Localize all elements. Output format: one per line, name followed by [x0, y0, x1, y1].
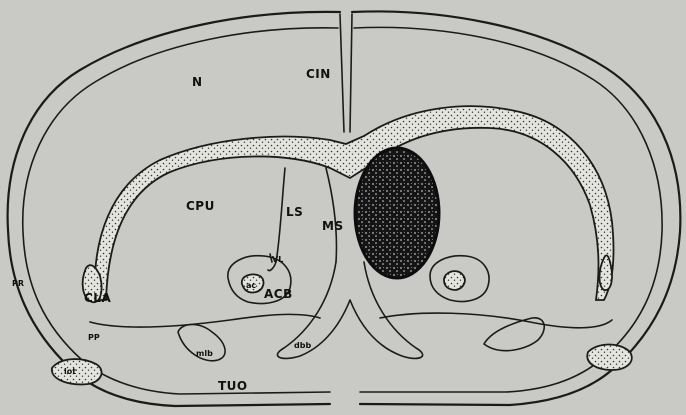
- lesion-area: [355, 148, 439, 278]
- label-mlb: mlb: [196, 349, 213, 358]
- left-ventral-contour: [90, 314, 320, 327]
- label-tuo: TUO: [218, 379, 248, 393]
- label-dbb: dbb: [294, 341, 311, 350]
- medial-septum-boundary: [326, 168, 337, 262]
- label-acb: ACB: [264, 287, 293, 301]
- label-cin: CIN: [306, 67, 331, 81]
- label-cpu: CPU: [186, 199, 215, 213]
- label-pr: PR: [12, 279, 24, 288]
- left-lateral-olfactory-tract: [52, 359, 102, 384]
- label-pp: PP: [88, 333, 100, 342]
- label-ac: ac: [246, 281, 256, 290]
- right-lateral-olfactory-tract: [587, 345, 631, 371]
- midline-fissure: [340, 14, 352, 132]
- label-lot: lot: [64, 367, 76, 376]
- right-anterior-commissure: [444, 271, 465, 290]
- label-cla: CLA: [84, 291, 111, 305]
- label-vl: VL: [272, 255, 283, 264]
- label-n: N: [192, 75, 203, 89]
- label-ls: LS: [286, 205, 303, 219]
- label-ms: MS: [322, 219, 344, 233]
- right-ventral-contour: [380, 313, 612, 328]
